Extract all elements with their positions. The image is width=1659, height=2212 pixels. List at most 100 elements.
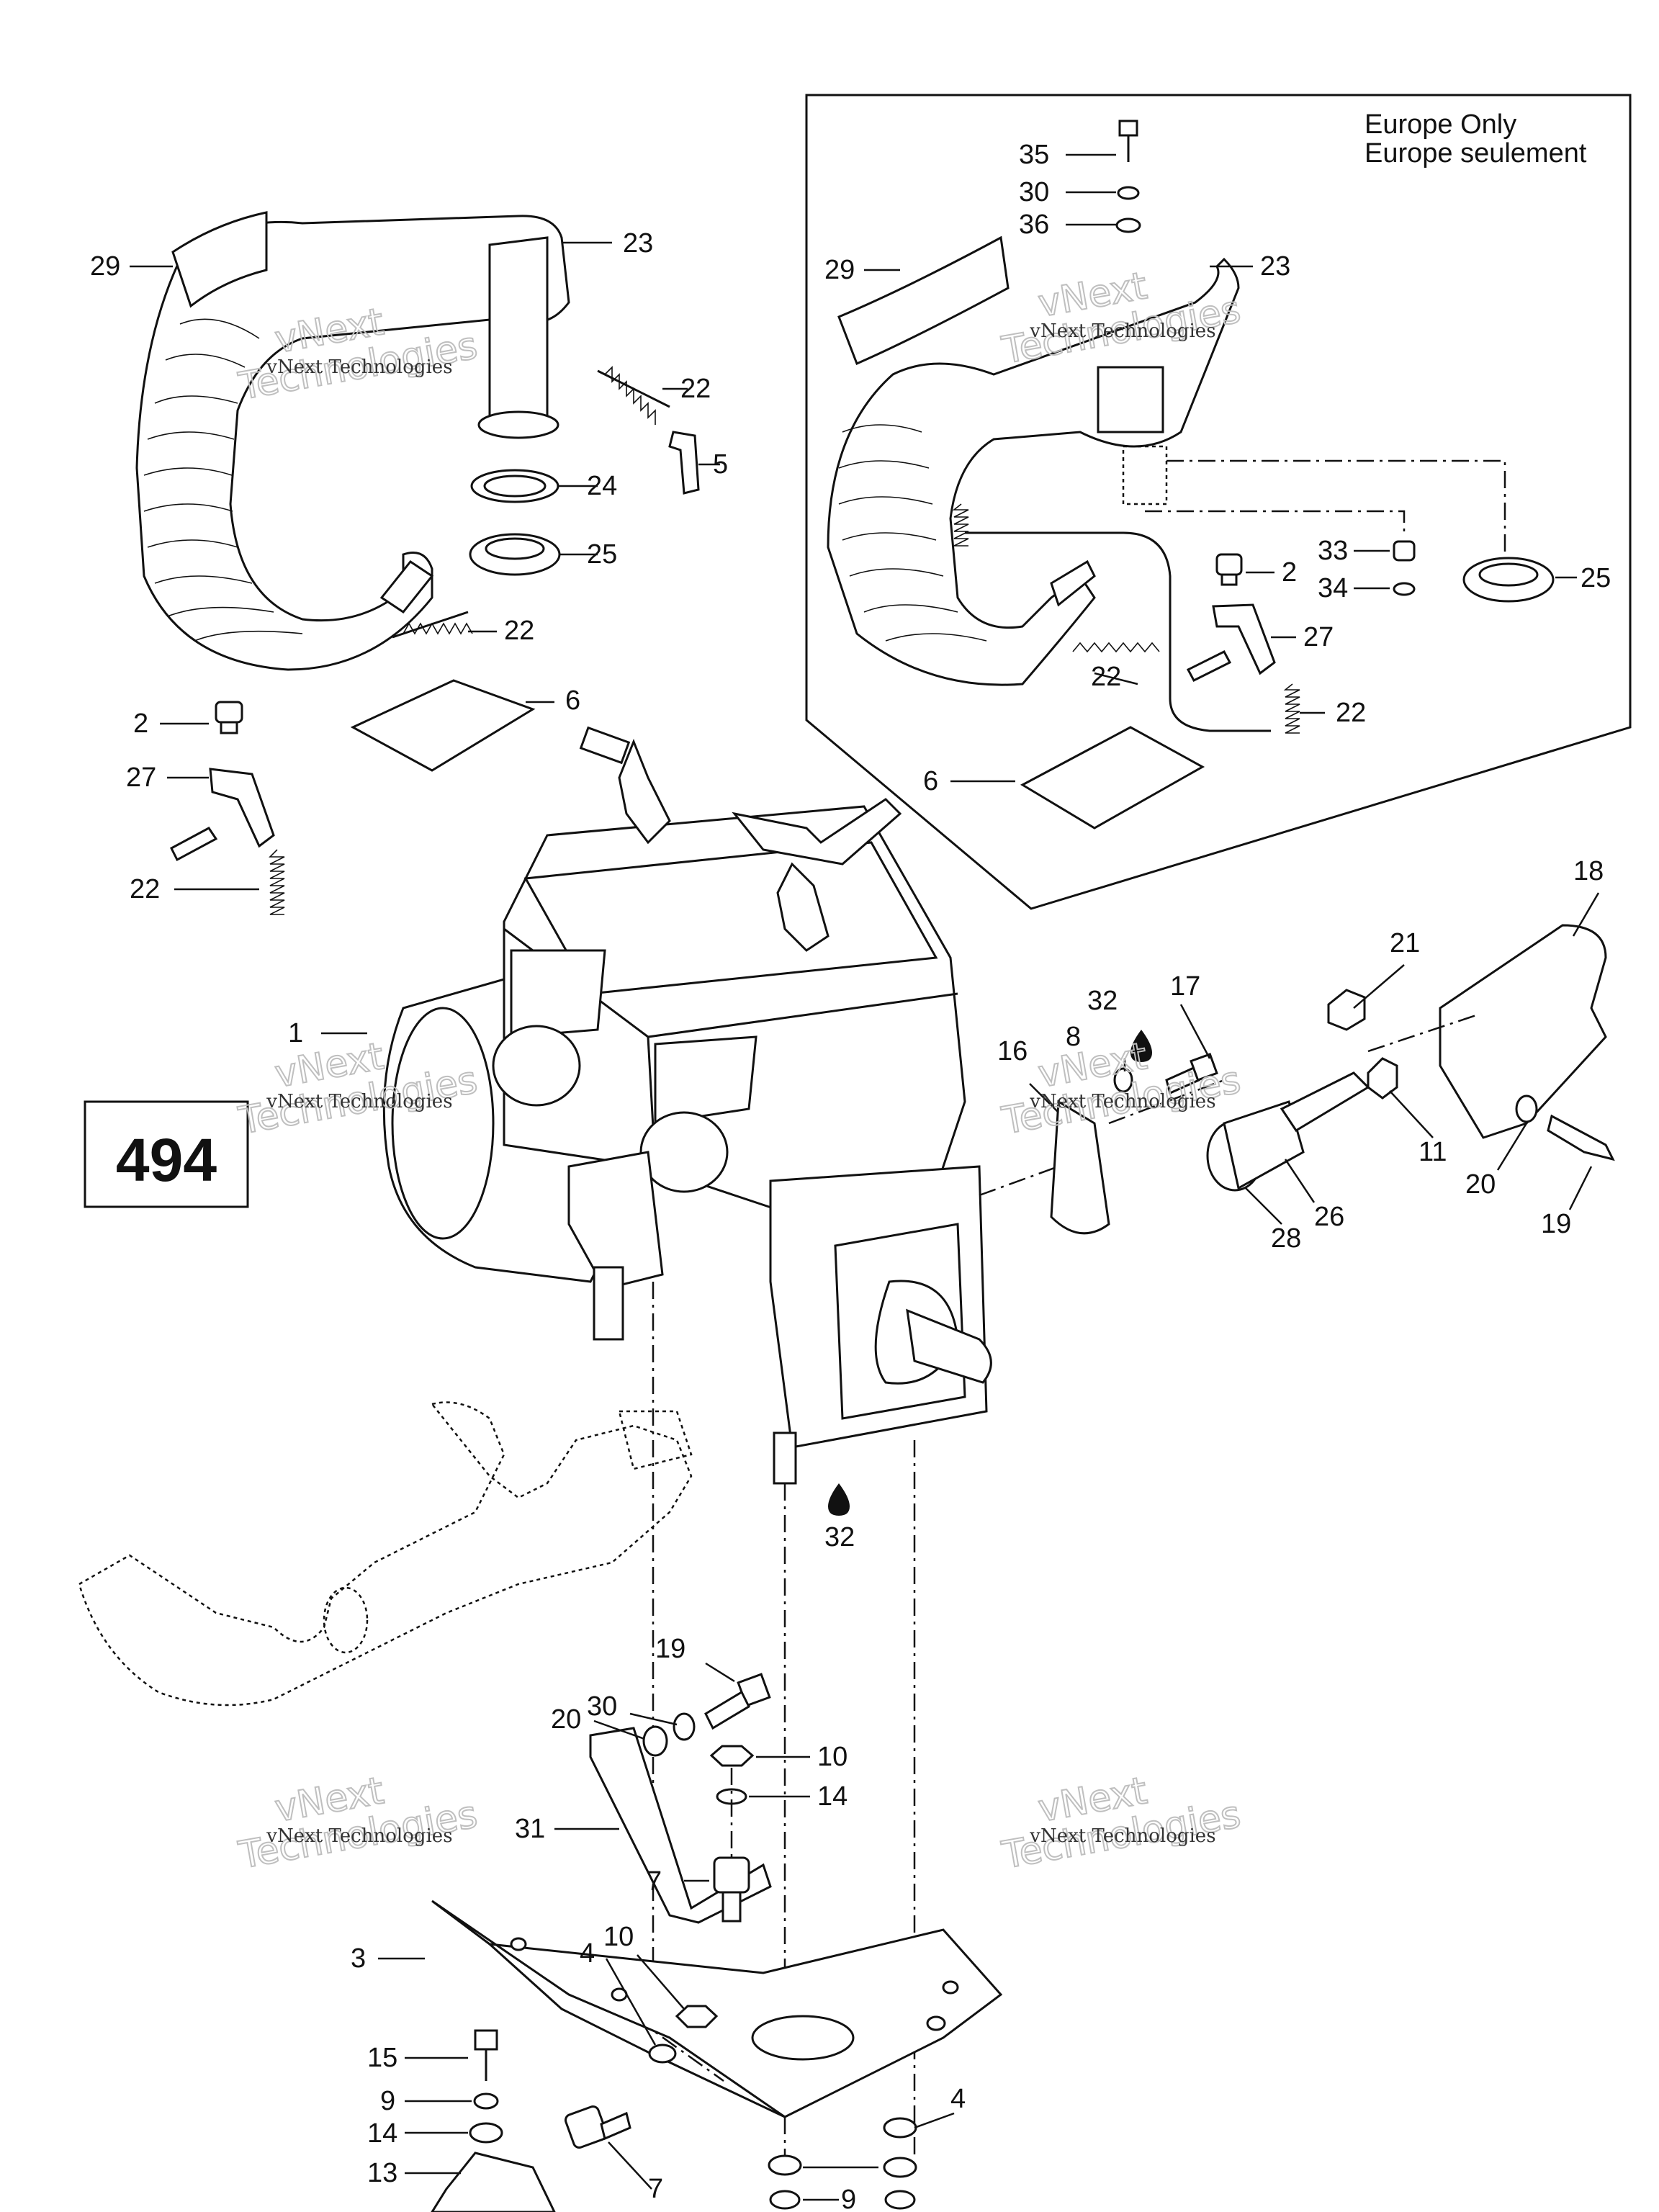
spring-22-lower [392,611,473,639]
bracket-31 [589,1727,772,1924]
callout-4: 4 [580,1938,595,1969]
callout-25: 25 [587,539,617,570]
callout-23: 23 [623,228,653,258]
callout-20: 20 [1465,1169,1496,1200]
nut-21 [1327,989,1366,1031]
callout-7: 7 [648,2174,663,2204]
springs-22-europe [952,503,1300,734]
grommet-25 [469,533,561,576]
callout-36: 36 [1019,210,1049,240]
heat-shield-29 [171,211,268,308]
callout-32: 32 [1087,986,1118,1016]
callout-2: 2 [133,709,148,739]
bracket-5 [668,431,700,495]
mount-plate-3 [431,1899,1003,2118]
gasket-24 [470,469,559,503]
callout-14: 14 [817,1781,848,1812]
washer-bottom-right2 [884,2190,916,2210]
callout-21: 21 [1390,928,1420,958]
callout-24: 24 [587,471,617,501]
callout-29: 29 [824,255,855,285]
nut-11 [1367,1057,1398,1100]
washer-20-lower [642,1725,668,1757]
svg-text:vNext Technologies: vNext Technologies [266,1091,452,1112]
callout-30: 30 [1019,177,1049,207]
washer-9-bottom-right [883,2157,917,2178]
callout-10: 10 [817,1742,848,1772]
svg-text:vNext Technologies: vNext Technologies [266,1825,452,1847]
lubricant-drop-icon [1130,1030,1152,1062]
bracket-27 [209,768,275,848]
svg-text:vNext Technologies: vNext Technologies [1029,320,1215,342]
bolt-27-europe [1186,650,1232,682]
callout-22: 22 [1336,698,1366,728]
svg-text:vNext Technologies: vNext Technologies [266,356,452,378]
callout-35: 35 [1019,140,1049,170]
callout-6: 6 [565,685,580,716]
callout-34: 34 [1318,573,1348,603]
washer-4-upper [648,2044,677,2064]
callout-7: 7 [647,1866,662,1897]
mount-centerline-left [652,1282,724,2082]
heat-shield-29-europe [837,235,1010,366]
bolt-19-lower [704,1673,771,1730]
washer-20 [1515,1094,1538,1123]
callout-31: 31 [515,1814,545,1844]
nut-10-upper [709,1745,755,1767]
callout-9: 9 [380,2086,395,2116]
rubber-mount-7-upper [713,1856,750,1923]
callout-27: 27 [1303,622,1334,652]
callout-16: 16 [997,1036,1028,1066]
engine-block [382,726,992,1485]
bracket-18 [1439,924,1607,1139]
callout-15: 15 [367,2043,397,2073]
callout-13: 13 [367,2158,397,2188]
callout-14: 14 [367,2118,397,2149]
spark-plug-right [732,798,902,952]
callout-9: 9 [841,2185,856,2212]
washer-bottom-left [768,2154,802,2176]
pad-6 [350,679,536,772]
bolt-35-stack [1115,120,1141,233]
bolt-15 [474,2029,498,2081]
bracket-16 [1050,1100,1110,1235]
exhaust-pipe-tuned [135,215,570,671]
inset-title-fr: Europe seulement [1364,138,1587,168]
callout-29: 29 [90,251,120,282]
bracket-27-europe [1212,603,1276,675]
callout-18: 18 [1573,856,1604,886]
callout-25: 25 [1581,563,1611,593]
callout-4: 4 [950,2084,966,2114]
callout-10: 10 [603,1922,634,1952]
callout-19: 19 [1541,1209,1571,1239]
exhaust-manifold-ghost [78,1401,693,1707]
callout-8: 8 [1066,1022,1081,1052]
callout-22: 22 [504,616,534,646]
europe-inset: Europe Only Europe seulement [805,94,1632,910]
callout-1: 1 [288,1018,303,1048]
leader-lines [130,153,1600,2201]
nut-10-lower [675,2005,719,2028]
inset-title-en: Europe Only [1364,109,1516,140]
callout-22: 22 [680,374,711,404]
callout-20: 20 [551,1704,581,1735]
rubber-mount-7-lower [564,2105,631,2149]
callout-2: 2 [1282,557,1297,588]
washer-9-left [473,2092,499,2110]
bolt-19 [1547,1114,1615,1161]
inset-leaders-dashed [1145,459,1506,554]
callout-33: 33 [1318,536,1348,566]
exhaust-pipe-europe [827,257,1240,686]
callout-3: 3 [351,1943,366,1974]
grommet-25-europe [1462,557,1555,603]
callout-5: 5 [713,449,728,480]
callout-19: 19 [655,1634,685,1664]
callout-labels: 29 23 22 5 24 25 22 6 2 27 22 35 30 36 2… [90,140,1611,2212]
damper-2 [215,701,243,734]
callout-26: 26 [1314,1202,1344,1232]
damper-2-europe [1215,553,1243,586]
pad-6-europe [1020,726,1205,830]
washer-30 [673,1712,696,1741]
svg-text:vNext Technologies: vNext Technologies [1029,1825,1215,1847]
callout-6: 6 [923,766,938,796]
